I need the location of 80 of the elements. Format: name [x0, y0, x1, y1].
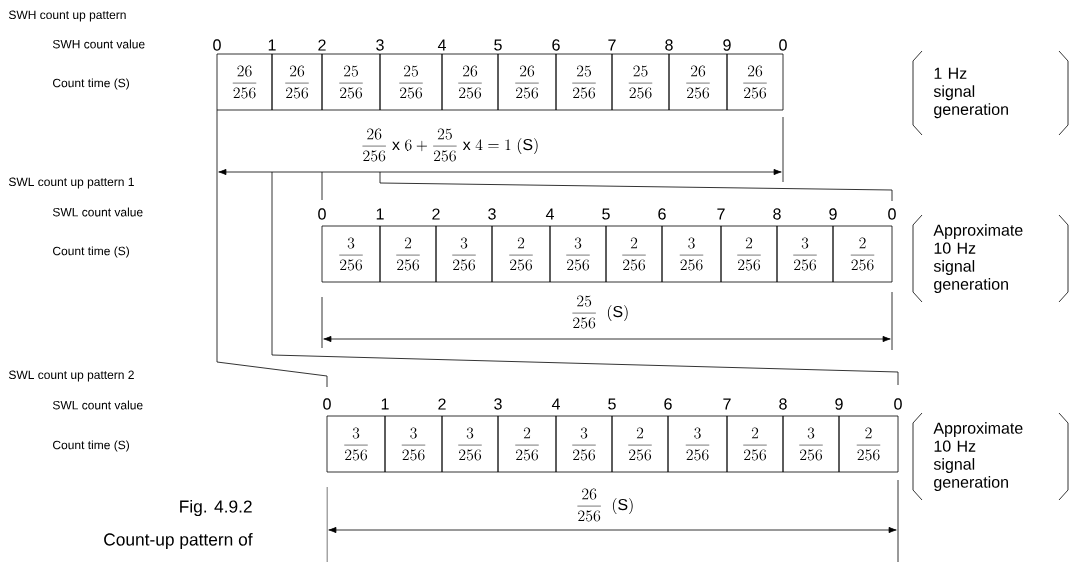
row-label: Count time (S) [53, 440, 129, 452]
count-value: 0 [779, 39, 787, 51]
count-value: 0 [888, 208, 896, 220]
count-value: 7 [717, 208, 725, 220]
figure-caption: Count-up pattern of [104, 532, 253, 550]
row-label: Count time (S) [53, 246, 129, 258]
count-value: 1 [268, 39, 276, 51]
table-cell: $\frac{3}{256}$ [555, 415, 613, 473]
count-value: 6 [664, 398, 672, 410]
table-cell: $\frac{2}{256}$ [726, 415, 784, 473]
table-cell: $\frac{2}{256}$ [832, 225, 893, 283]
count-value: 3 [488, 208, 496, 220]
table-cell: $\frac{26}{256}$ [271, 53, 323, 111]
table-cell: $\frac{3}{256}$ [667, 415, 728, 473]
count-value: 0 [323, 398, 331, 410]
count-value: 3 [494, 398, 502, 410]
bracket-note: Approximate 10 Hz signal generation [912, 214, 1069, 303]
table-cell: $\frac{25}{256}$ [379, 53, 443, 111]
count-value: 9 [829, 208, 837, 220]
table-cell: $\frac{2}{256}$ [720, 225, 778, 283]
table-cell: $\frac{2}{256}$ [491, 225, 551, 283]
count-value: 6 [552, 39, 560, 51]
count-value: 5 [602, 208, 610, 220]
table-cell: $\frac{2}{256}$ [838, 415, 899, 473]
table-cell: $\frac{2}{256}$ [497, 415, 557, 473]
dimension-label: $\frac{26}{256}\ \ \mathrm{(S)}$ [577, 488, 633, 522]
count-value: 8 [665, 39, 673, 51]
section-heading: SWH count up pattern [8, 10, 126, 22]
table-cell: $\frac{3}{256}$ [549, 225, 607, 283]
table-cell: $\frac{26}{256}$ [668, 53, 728, 111]
count-value: 2 [438, 398, 446, 410]
count-value: 1 [376, 208, 384, 220]
table-cell: $\frac{2}{256}$ [611, 415, 669, 473]
bracket-note: Approximate 10 Hz signal generation [912, 412, 1069, 501]
count-value: 5 [494, 39, 502, 51]
table-cell: $\frac{2}{256}$ [379, 225, 437, 283]
row-label: SWH count value [52, 39, 145, 49]
table-cell: $\frac{25}{256}$ [321, 53, 381, 111]
count-value: 2 [432, 208, 440, 220]
table-cell: $\frac{25}{256}$ [611, 53, 670, 111]
count-value: 3 [376, 39, 384, 51]
row-label: Count time (S) [53, 78, 129, 90]
table-cell: $\frac{2}{256}$ [605, 225, 663, 283]
count-value: 4 [545, 208, 554, 220]
count-value: 4 [551, 398, 560, 410]
count-value: 8 [779, 398, 787, 410]
count-value: 7 [608, 39, 616, 51]
dimension-label: $\frac{25}{256}\ \ \mathrm{(S)}$ [572, 295, 628, 329]
count-value: 7 [723, 398, 731, 410]
count-value: 0 [318, 208, 326, 220]
dimension-label: $\frac{26}{256}\ \mathrm{x}\ 6 + \frac{25}{256}\ \mathrm{x}\ 4 = 1\ \mathrm{(S)}$ [362, 128, 538, 162]
table-cell: $\frac{26}{256}$ [441, 53, 499, 111]
count-value: 2 [318, 39, 326, 51]
table-cell: $\frac{3}{256}$ [326, 415, 386, 473]
table-cell: $\frac{25}{256}$ [555, 53, 613, 111]
table-cell: $\frac{26}{256}$ [216, 53, 273, 111]
table-cell: $\frac{26}{256}$ [497, 53, 557, 111]
table-cell: $\frac{26}{256}$ [726, 53, 784, 111]
row-label: SWL count value [52, 400, 143, 410]
table-cell: $\frac{3}{256}$ [441, 415, 499, 473]
count-value: 5 [608, 398, 616, 410]
table-cell: $\frac{3}{256}$ [435, 225, 493, 283]
count-value: 8 [773, 208, 781, 220]
section-heading: SWL count up pattern 1 [8, 177, 134, 189]
section-heading: SWL count up pattern 2 [8, 370, 134, 382]
table-cell: $\frac{3}{256}$ [776, 225, 834, 283]
figure-caption: Fig. 4.9.2 [180, 499, 252, 517]
table-cell: $\frac{3}{256}$ [384, 415, 443, 473]
count-value: 1 [381, 398, 389, 410]
count-value: 9 [723, 39, 731, 51]
count-value: 0 [894, 398, 902, 410]
count-value: 0 [213, 39, 221, 51]
row-label: SWL count value [52, 207, 143, 217]
count-value: 6 [658, 208, 666, 220]
bracket-note: 1 Hz signal generation [912, 50, 1069, 136]
table-cell: $\frac{3}{256}$ [782, 415, 840, 473]
table-cell: $\frac{3}{256}$ [661, 225, 722, 283]
count-value: 9 [835, 398, 843, 410]
table-cell: $\frac{3}{256}$ [321, 225, 381, 283]
count-value: 4 [437, 39, 446, 51]
